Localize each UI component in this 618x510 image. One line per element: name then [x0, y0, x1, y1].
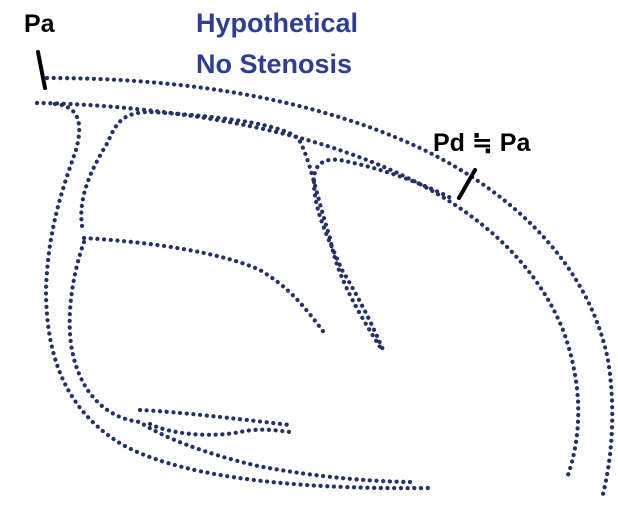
diagonal-branch-1-outer: [81, 112, 382, 350]
lower-small-branch-upper: [140, 410, 290, 425]
pa-label: Pa: [24, 12, 55, 37]
title-line-1: Hypothetical: [196, 10, 358, 37]
diagonal-branch-2-wall: [314, 182, 384, 352]
pd-label: Pd ≒ Pa: [433, 131, 530, 156]
diagonal-branch-1-inner: [84, 238, 325, 334]
lower-small-branch-lower: [150, 424, 290, 435]
pa-marker: [38, 52, 45, 88]
title-line-2: No Stenosis: [196, 51, 352, 78]
branch-vessel-inner-wall: [70, 242, 415, 482]
